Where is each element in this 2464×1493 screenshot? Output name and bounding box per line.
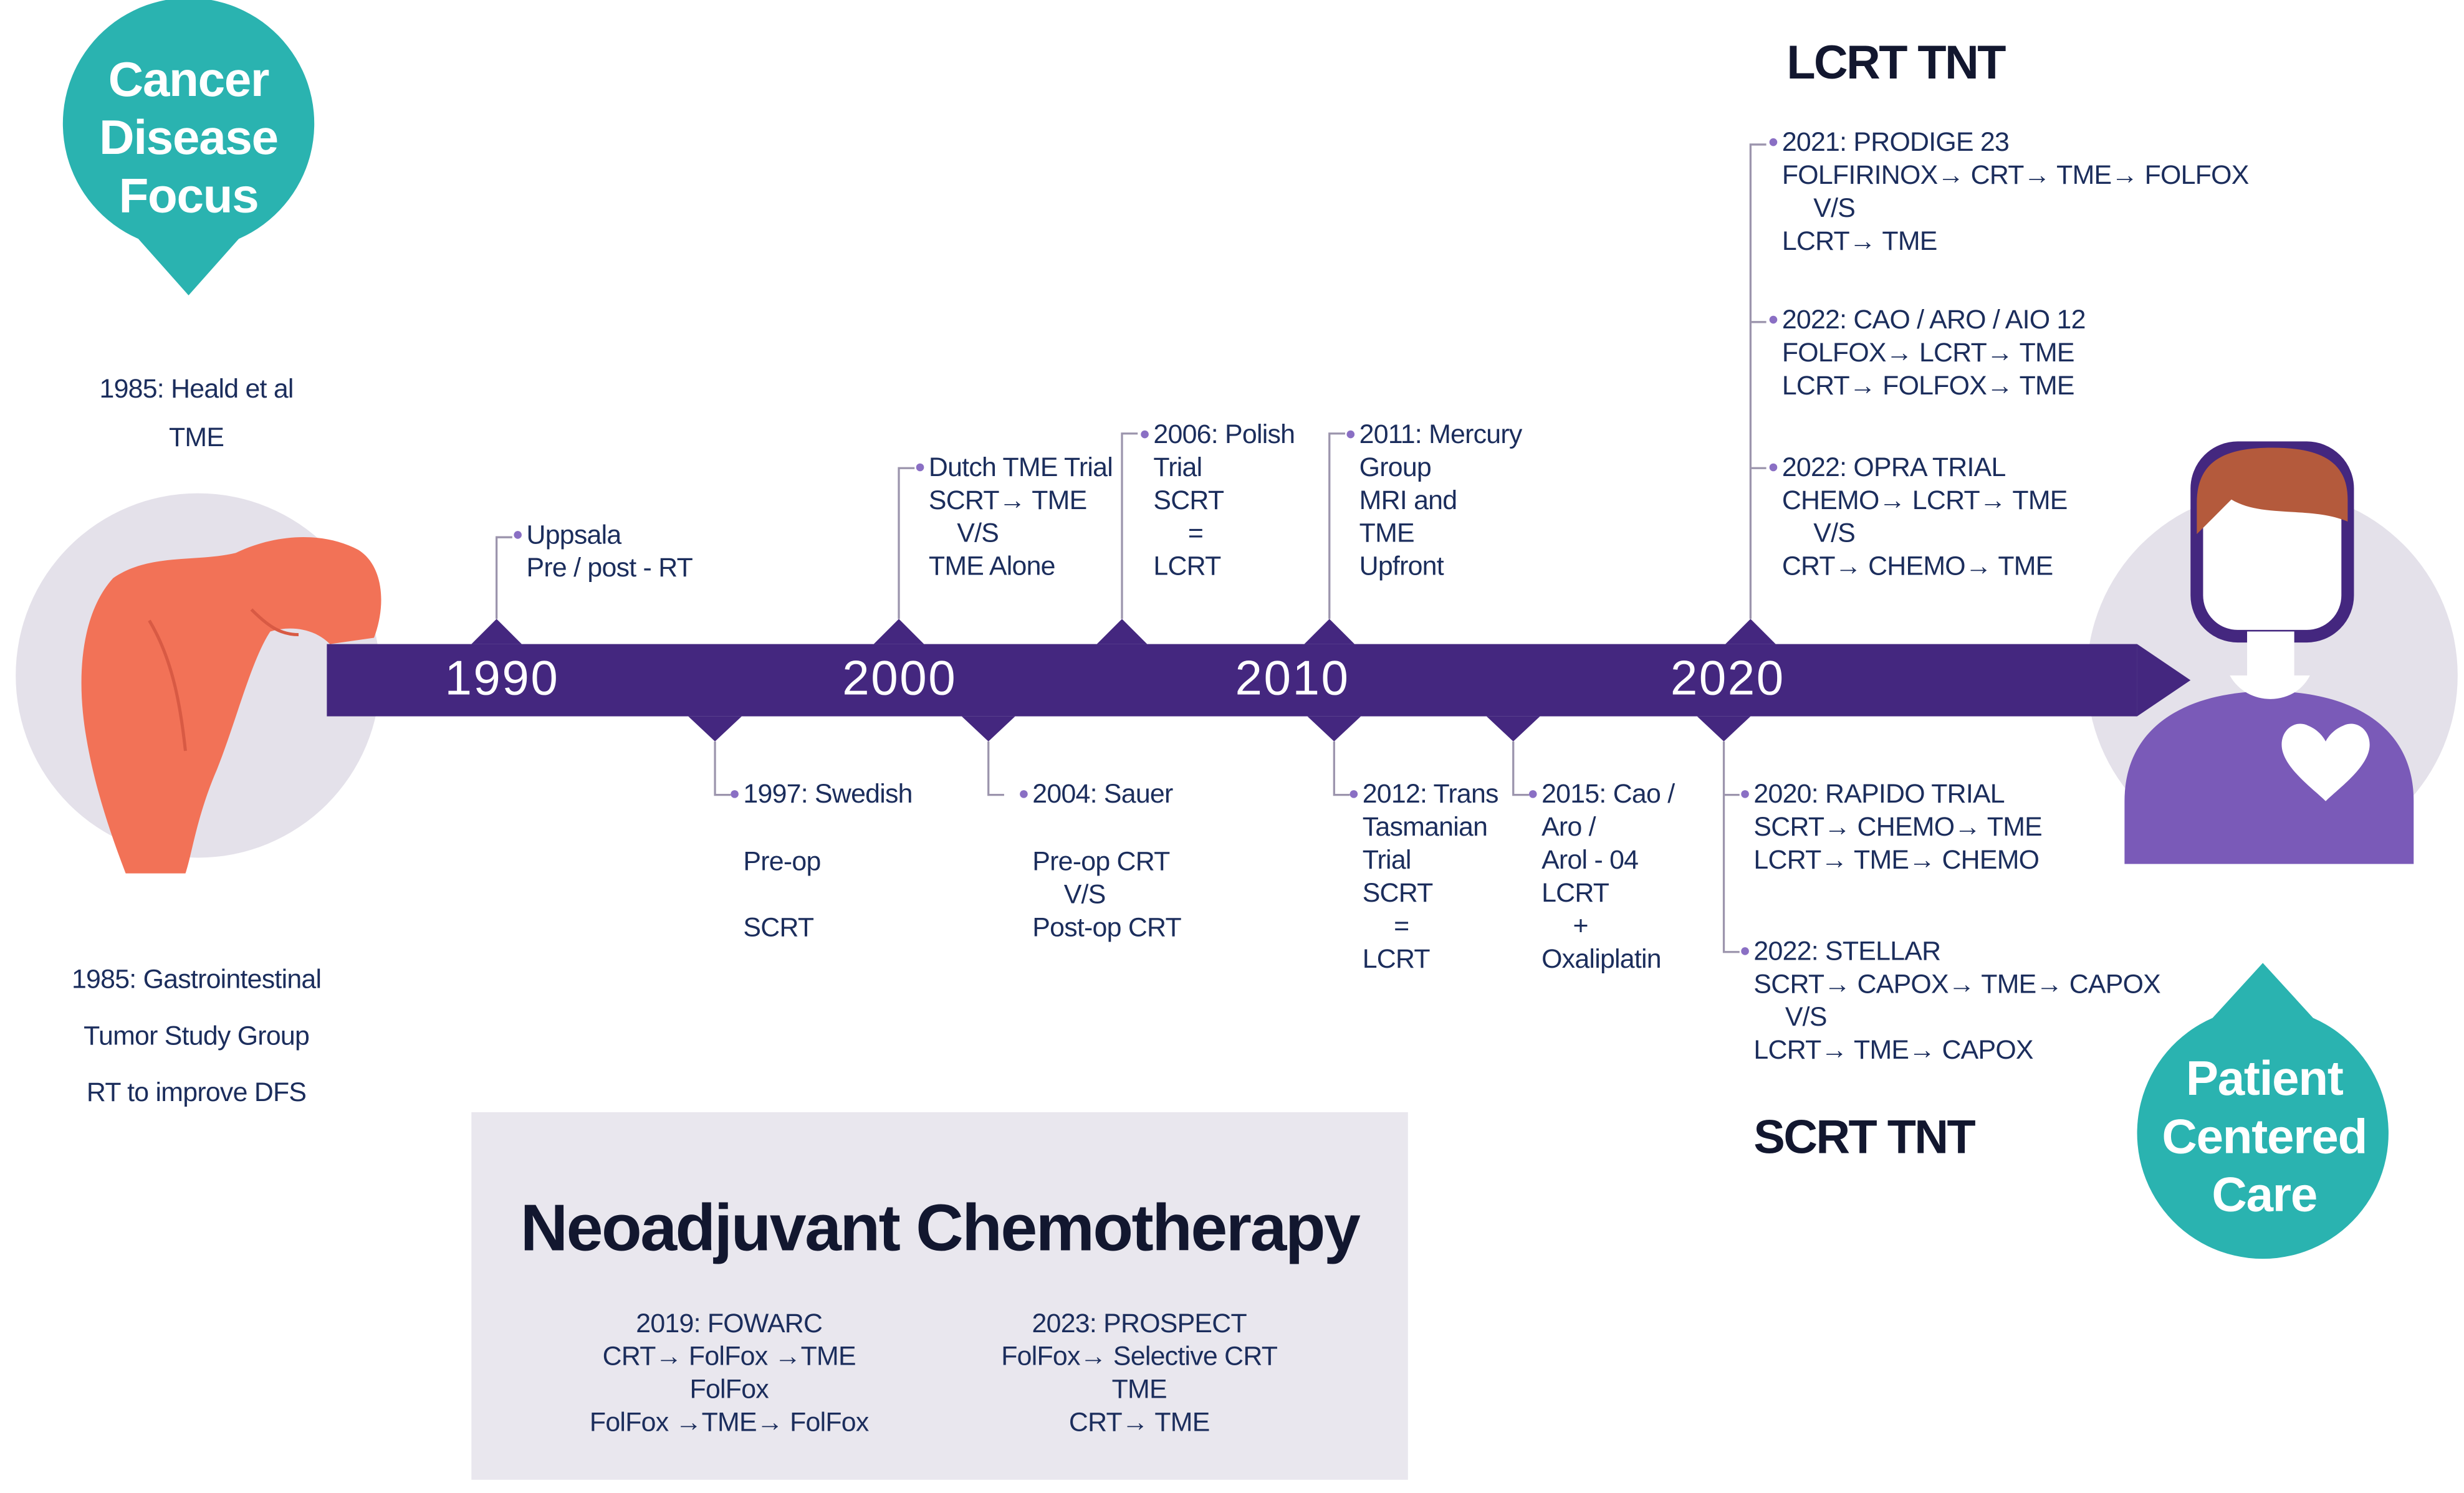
year-label-1990: 1990 [444, 650, 560, 705]
event-sauer: 2004: Sauer Pre-op CRT V/S Post-op CRT [1020, 778, 1182, 944]
patient-centered-care-badge [2137, 963, 2389, 1259]
trial-prodige-23: 2021: PRODIGE 23 FOLFIRINOX→ CRT→ TME→ F… [1769, 126, 2249, 258]
event-uppsala: Uppsala Pre / post - RT [514, 518, 693, 584]
gitsg-note: 1985: Gastrointestinal Tumor Study Group… [71, 964, 322, 1108]
year-label-2010: 2010 [1235, 650, 1350, 705]
year-label-2000: 2000 [842, 650, 957, 705]
event-dutch-tme: Dutch TME Trial SCRT→ TME V/S TME Alone [916, 451, 1113, 583]
timeline-bar [327, 644, 2137, 717]
lcrt-tnt-heading: LCRT TNT [1786, 37, 2006, 90]
trial-opra: 2022: OPRA TRIAL CHEMO→ LCRT→ TME V/S CR… [1769, 451, 2068, 583]
event-trans-tasmanian: 2012: Trans Tasmanian Trial SCRT = LCRT [1349, 778, 1498, 976]
event-swedish: 1997: Swedish Pre-op SCRT [731, 778, 913, 944]
rectum-organ-illustration [81, 537, 381, 874]
trial-cao-aro-aio-12: 2022: CAO / ARO / AIO 12 FOLFOX→ LCRT→ T… [1769, 303, 2086, 403]
lower-tabs [688, 716, 1751, 742]
trial-stellar: 2022: STELLAR SCRT→ CAPOX→ TME→ CAPOX V/… [1741, 935, 2161, 1067]
timeline-arrowhead [2137, 644, 2191, 717]
neoadjuvant-chemotherapy-panel: Neoadjuvant Chemotherapy 2019: FOWARC CR… [471, 1112, 1408, 1480]
cancer-disease-focus-badge [62, 0, 315, 295]
heart-icon [2281, 723, 2370, 801]
connector-lines [495, 143, 1767, 953]
event-mercury: 2011: Mercury Group MRI and TME Upfront [1346, 418, 1522, 583]
trial-fowarc: 2019: FOWARC CRT→ FolFox →TME FolFox Fol… [589, 1308, 869, 1438]
heald-note: 1985: Heald et al TME [99, 373, 294, 453]
neoadjuvant-title: Neoadjuvant Chemotherapy [520, 1190, 1361, 1265]
trial-prospect: 2023: PROSPECT FolFox→ Selective CRT TME… [1001, 1308, 1278, 1438]
cancer-badge-text: Cancer Disease Focus [99, 52, 279, 223]
trial-rapido: 2020: RAPIDO TRIAL SCRT→ CHEMO→ TME LCRT… [1741, 778, 2043, 877]
patient-badge-text: Patient Centered Care [2162, 1051, 2367, 1223]
person-icon [2124, 441, 2414, 864]
year-label-2020: 2020 [1670, 650, 1785, 705]
scrt-tnt-heading: SCRT TNT [1753, 1112, 1975, 1165]
event-polish-trial: 2006: Polish Trial SCRT = LCRT [1141, 418, 1295, 583]
upper-tabs [471, 619, 1776, 644]
event-cao-aro: 2015: Cao / Aro / Arol - 04 LCRT + Oxali… [1529, 778, 1675, 976]
